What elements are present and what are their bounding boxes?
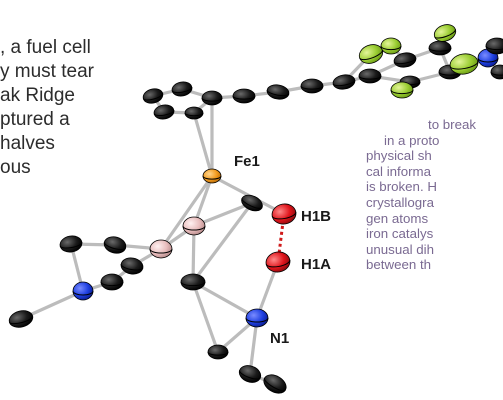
atom-principal-axis	[359, 49, 383, 61]
atom-principal-axis	[100, 281, 124, 287]
atom-principal-axis	[241, 198, 263, 209]
bond	[159, 174, 214, 251]
iron-atom	[202, 168, 222, 184]
bond	[192, 111, 214, 178]
carbon-atom	[332, 74, 356, 90]
carbon-atom	[263, 374, 287, 394]
atom-principal-axis	[149, 248, 173, 254]
text-line: unusual dih	[366, 241, 435, 257]
atom-label-fe1: Fe1	[234, 153, 260, 170]
atom-principal-axis	[434, 29, 456, 39]
atom-principal-axis	[202, 175, 222, 180]
text-line: crystallogra	[366, 194, 434, 210]
nitrogen-atom	[72, 281, 94, 301]
atom-principal-axis	[232, 95, 256, 100]
text-line: in a proto	[384, 132, 440, 148]
text-line: physical sh	[366, 148, 432, 164]
text-line: to break	[428, 117, 477, 132]
atom-principal-axis	[428, 47, 452, 52]
atom-principal-axis	[266, 89, 290, 97]
bond	[191, 280, 259, 320]
carbon-atom	[300, 78, 324, 94]
atom-principal-axis	[142, 93, 164, 101]
atom-principal-axis	[120, 264, 144, 271]
article-text-left: , a fuel cell y must tear ak Ridge pture…	[0, 36, 150, 180]
carbon-atom	[207, 344, 229, 360]
carbon-atom	[358, 68, 382, 84]
atom-principal-axis	[490, 71, 503, 76]
atom-principal-axis	[72, 290, 94, 296]
atom-label-h1a: H1A	[301, 256, 331, 273]
atom-principal-axis	[485, 45, 503, 51]
atom-principal-axis	[182, 225, 206, 231]
atom-principal-axis	[245, 317, 269, 323]
carbon-atom	[490, 64, 503, 80]
text-line: gen atoms	[366, 210, 429, 226]
atom-principal-axis	[449, 61, 479, 70]
bond	[191, 280, 220, 354]
carbon-atom	[428, 40, 452, 56]
atom-label-h1b: H1B	[301, 208, 331, 225]
atom-principal-axis	[153, 110, 175, 117]
carbon-atom	[180, 273, 206, 291]
bond	[191, 201, 254, 284]
carbon-atom	[201, 90, 223, 106]
hydrogen-atom	[271, 203, 297, 225]
atom-principal-axis	[332, 79, 356, 87]
atom-principal-axis	[103, 242, 127, 250]
hydrogen-atom	[265, 251, 291, 273]
atom-principal-axis	[59, 242, 83, 249]
carbon-atom	[153, 104, 175, 120]
text-line: halves	[0, 133, 55, 154]
text-line: y must tear	[0, 61, 94, 82]
boron-atom	[149, 239, 173, 259]
atom-principal-axis	[201, 97, 223, 102]
text-line: ous	[0, 157, 31, 178]
carbon-atom	[266, 84, 290, 100]
text-line: between th	[366, 257, 432, 273]
atom-principal-axis	[265, 259, 291, 268]
atom-principal-axis	[263, 377, 286, 392]
atom-principal-axis	[477, 57, 499, 63]
carbon-atom	[238, 365, 262, 383]
fluorine-atom	[380, 37, 402, 55]
atom-principal-axis	[171, 87, 193, 94]
carbon-atom	[241, 194, 263, 212]
atom-principal-axis	[184, 112, 204, 117]
atom-principal-axis	[271, 211, 297, 220]
carbon-atom	[184, 106, 204, 120]
atom-principal-axis	[207, 351, 229, 356]
text-line: ptured a	[0, 109, 70, 130]
atom-principal-axis	[180, 281, 206, 287]
atom-principal-axis	[380, 45, 402, 51]
atoms-layer	[8, 24, 503, 394]
fluorine-atom	[390, 81, 414, 99]
text-line: ak Ridge	[0, 85, 75, 106]
atom-principal-axis	[393, 57, 417, 65]
carbon-atom	[59, 235, 83, 253]
carbon-atom	[171, 81, 193, 97]
article-text-right: to break in a proto physical sh cal info…	[366, 117, 503, 273]
carbon-atom	[100, 273, 124, 291]
nitrogen-atom	[245, 308, 269, 328]
text-line: , a fuel cell	[0, 37, 91, 58]
text-line: is broken. H	[366, 179, 437, 195]
atom-principal-axis	[358, 75, 382, 80]
atom-principal-axis	[239, 370, 261, 380]
text-line: cal informa	[366, 163, 432, 179]
carbon-atom	[232, 88, 256, 104]
atom-principal-axis	[300, 85, 324, 90]
boron-atom	[182, 216, 206, 236]
atom-principal-axis	[390, 89, 414, 95]
fluorine-atom	[433, 24, 457, 42]
text-line: iron catalys	[366, 226, 434, 242]
atom-label-n1: N1	[270, 330, 289, 347]
carbon-atom	[485, 37, 503, 55]
atom-principal-axis	[8, 315, 34, 325]
carbon-atom	[393, 52, 417, 68]
